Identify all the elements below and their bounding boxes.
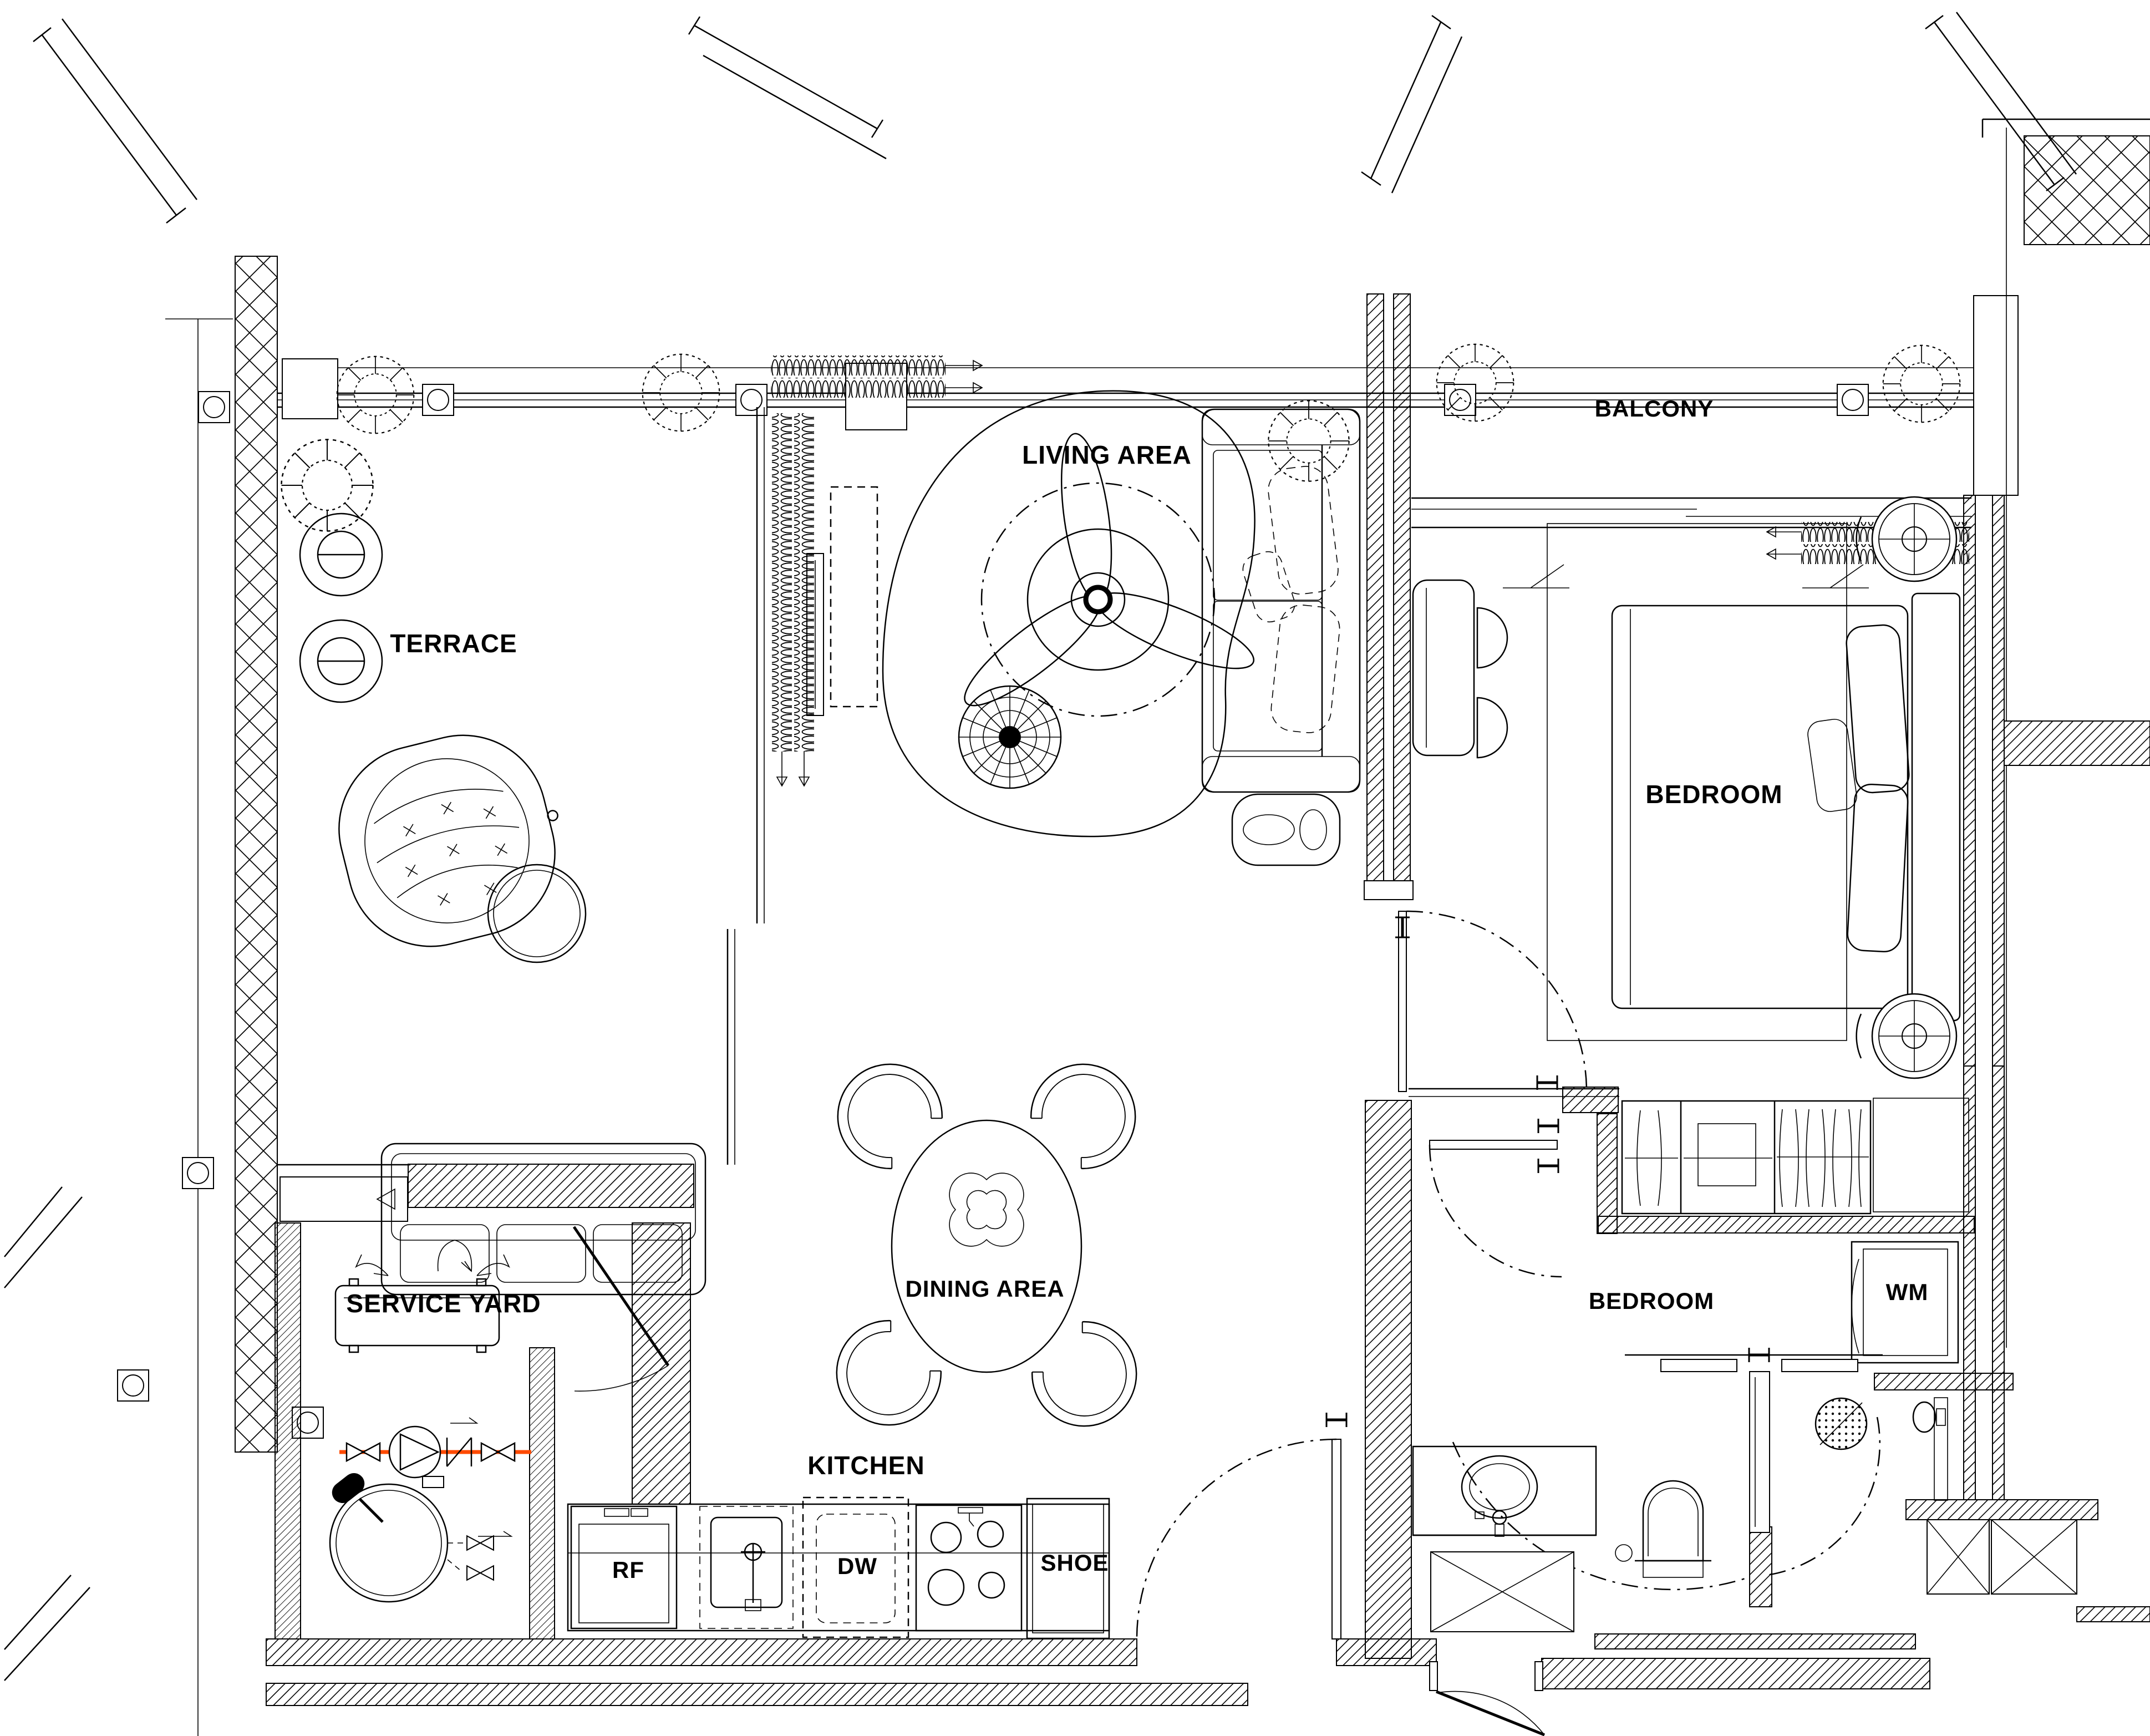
column — [282, 358, 338, 419]
bedroom-1: BEDROOM — [1412, 496, 1969, 1079]
appliance-label-dw: DW — [837, 1553, 877, 1579]
tree — [336, 356, 415, 434]
dressing-table — [1412, 579, 1508, 759]
water-heater — [329, 1473, 513, 1603]
pivot-door-leaf — [1749, 1371, 1770, 1533]
hall-west-wall — [1365, 1100, 1412, 1659]
check-valve — [446, 1417, 479, 1467]
tree — [1436, 343, 1514, 422]
hall-doors — [1136, 910, 1619, 1639]
bedroom-rug — [1547, 523, 1847, 1041]
site-marker — [116, 1369, 150, 1402]
service-yard: SERVICE YARD — [329, 1226, 670, 1603]
room-label-bedroom1: BEDROOM — [1645, 780, 1782, 809]
curtain-coils — [771, 356, 983, 787]
appliance-label-rf: RF — [612, 1557, 644, 1583]
shower-mixer — [1912, 1397, 1948, 1501]
service-door — [572, 1226, 670, 1392]
room-label-service-yard: SERVICE YARD — [346, 1289, 541, 1318]
wardrobe — [1621, 1098, 1969, 1215]
door-leaf — [1331, 1439, 1341, 1639]
neighbour-wall — [2004, 720, 2150, 766]
terrace-service-threshold — [279, 1176, 408, 1222]
door-swing — [1429, 1144, 1562, 1278]
room-label-balcony: BALCONY — [1595, 395, 1714, 422]
dining-chair — [815, 1042, 955, 1181]
entry — [1429, 1661, 1545, 1736]
terrace-west-wall — [235, 256, 278, 1453]
shower-partition — [1749, 1526, 1772, 1607]
washing-machine — [1851, 1241, 1959, 1364]
site-marker — [197, 390, 231, 424]
room-label-bedroom2: BEDROOM — [1589, 1288, 1714, 1314]
bathroom — [1412, 1348, 1948, 1632]
vanity-basin — [1412, 1445, 1597, 1632]
room-label-living: LIVING AREA — [1022, 440, 1192, 469]
tv-unit — [806, 486, 878, 716]
dining-chair — [1018, 1042, 1158, 1181]
appliance-label-shoe: SHOE — [1040, 1550, 1109, 1576]
terrace-service-wall — [408, 1164, 694, 1208]
airflow-arrows — [355, 1240, 510, 1276]
site-marker — [181, 1156, 215, 1190]
appliance-label-wm: WM — [1886, 1279, 1929, 1305]
dining-chair — [1019, 1309, 1159, 1449]
planter — [299, 512, 383, 597]
site-boundary — [116, 318, 324, 1736]
room-label-kitchen: KITCHEN — [807, 1451, 924, 1480]
kitchen: KITCHEN RF DW SHOE — [567, 1451, 1110, 1639]
ac-condenser — [334, 1278, 500, 1353]
floor-slope-marks — [1503, 564, 1869, 588]
balcony-column — [1973, 295, 2019, 496]
entry-door-leaf — [1436, 1690, 1545, 1736]
shoe-cabinet — [1026, 1498, 1110, 1639]
bedroom-2: WM BEDROOM — [1589, 1098, 1969, 1364]
door-swing — [1136, 1438, 1337, 1639]
section-break-marks — [4, 12, 2077, 1681]
east-wall — [1963, 495, 1976, 1067]
living-bedroom-wall — [1366, 293, 1384, 881]
dining-area: DINING AREA — [814, 1042, 1159, 1449]
refrigerator — [570, 1505, 678, 1630]
door-leaf — [1429, 1140, 1558, 1150]
living-area: LIVING AREA — [771, 356, 1361, 866]
table-centerpiece — [949, 1172, 1024, 1247]
egg-chair — [338, 734, 558, 947]
door-leaf — [1398, 911, 1407, 1092]
pipe-valve — [345, 1442, 381, 1462]
cooktop — [915, 1504, 1023, 1632]
ceiling-fan — [964, 433, 1255, 717]
shower-head — [1814, 1397, 1868, 1450]
dishwasher — [802, 1496, 909, 1638]
pipe-valve — [480, 1442, 516, 1462]
planter — [299, 619, 383, 703]
potted-plant — [1268, 400, 1350, 482]
kitchen-sink — [699, 1506, 794, 1629]
room-label-terrace: TERRACE — [390, 629, 517, 658]
pouf — [958, 685, 1062, 789]
south-wall — [266, 1638, 1137, 1666]
toilet — [1615, 1480, 1711, 1578]
service-kitchen-wall — [632, 1222, 691, 1505]
dining-chair — [814, 1308, 954, 1448]
exterior-walls — [235, 118, 2150, 1706]
nightstand — [1856, 993, 1958, 1079]
tv-console — [830, 486, 878, 708]
pump — [388, 1425, 441, 1479]
roof-panel — [2024, 135, 2150, 245]
dining-table — [891, 1119, 1082, 1373]
area-rug — [882, 390, 1256, 837]
duct-shaft — [1905, 1499, 2098, 1595]
ottoman-tray — [1231, 793, 1341, 866]
door-swing — [1406, 910, 1588, 1092]
room-label-dining: DINING AREA — [905, 1276, 1064, 1302]
tree — [1882, 344, 1961, 423]
sofa — [1201, 408, 1361, 793]
side-table — [487, 864, 587, 963]
